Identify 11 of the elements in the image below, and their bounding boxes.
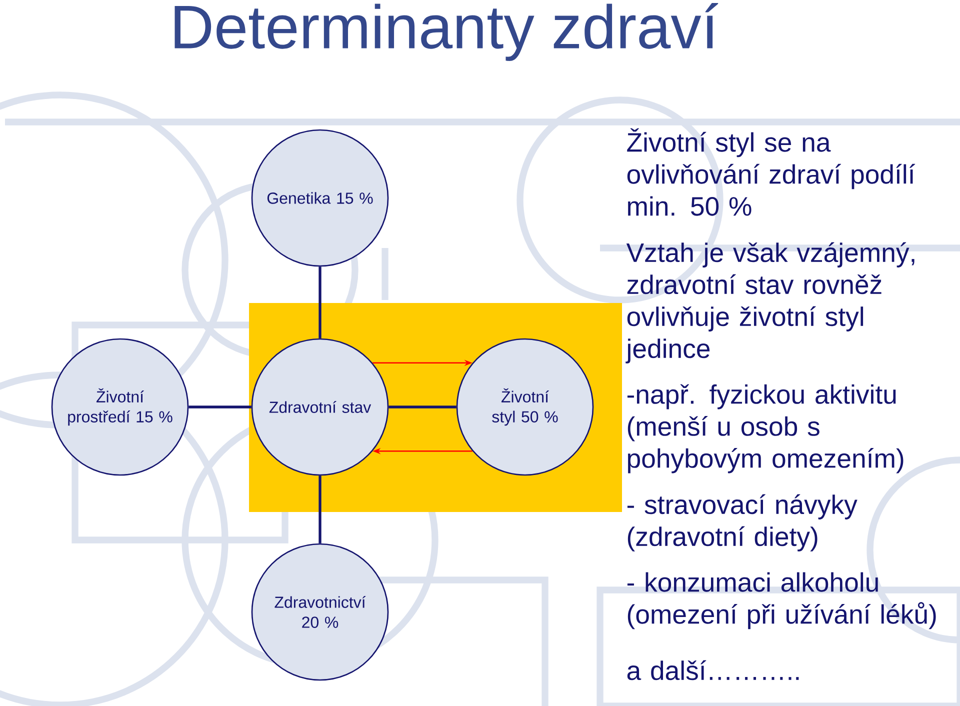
title: Determinanty zdraví [174, 3, 718, 61]
note-text: Vztah je však vzájemný, zdravotní stav rovněž ovlivňuje životní styl jedince [626, 242, 914, 364]
note-text: -např. fyzickou aktivitu (menší u osob s pohybovým omezením) [627, 384, 904, 474]
note-text: a další……….. [627, 660, 799, 680]
note-text: Životní styl se na ovlivňování zdraví podílí min. 50 % [627, 128, 916, 216]
connector-line [318, 476, 322, 544]
connector-line [318, 266, 322, 338]
connector-line [388, 406, 456, 408]
note-text: - konzumaci alkoholu (omezení při užívání léků) [627, 572, 936, 630]
connector-line [188, 406, 252, 408]
note-text: - stravovací návyky (zdravotní diety) [627, 494, 858, 552]
